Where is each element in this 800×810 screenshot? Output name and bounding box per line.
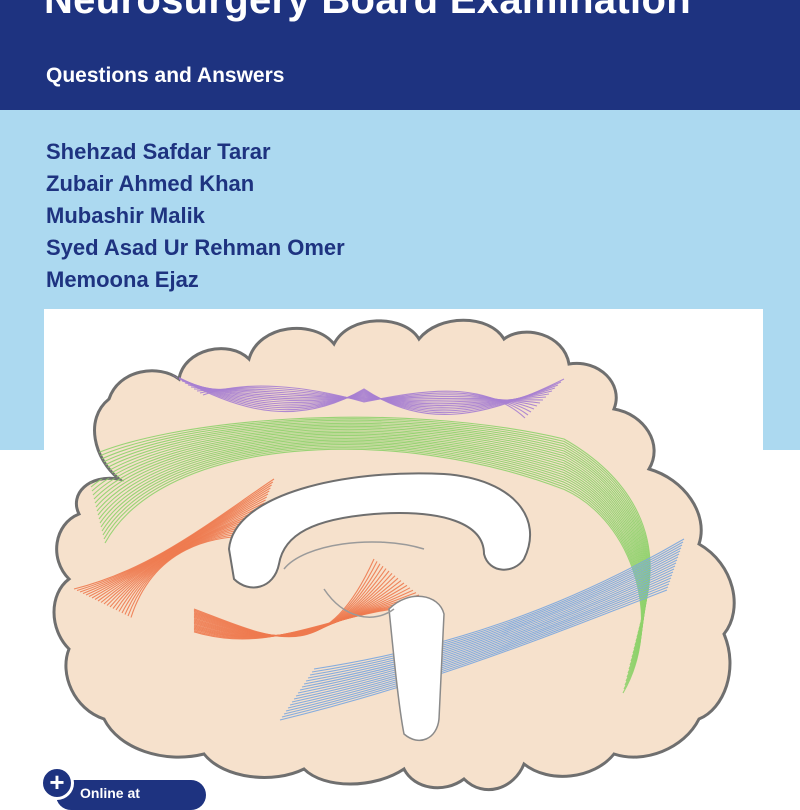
orange-fiber xyxy=(88,493,269,597)
book-title: Neurosurgery Board Examination xyxy=(44,0,691,22)
green-fiber xyxy=(104,448,643,694)
blue-fiber xyxy=(281,586,669,718)
blue-fiber xyxy=(295,565,676,697)
green-fiber xyxy=(97,438,645,666)
blue-fiber xyxy=(291,571,674,703)
blue-fiber xyxy=(299,559,678,691)
green-fiber xyxy=(86,421,650,622)
green-fiber xyxy=(87,422,649,626)
green-fiber xyxy=(83,416,651,610)
green-fiber xyxy=(89,425,648,634)
ventricle-outline xyxy=(283,541,425,618)
purple-fiber xyxy=(193,388,535,410)
blue-fiber xyxy=(287,577,672,709)
blue-fiber xyxy=(289,574,673,706)
purple-fiber xyxy=(184,382,544,403)
blue-fiber xyxy=(309,544,683,676)
plus-icon: + xyxy=(40,766,74,800)
blue-fiber xyxy=(305,550,681,682)
green-fiber xyxy=(91,428,647,642)
brainstem xyxy=(388,595,445,741)
author-name: Memoona Ejaz xyxy=(46,267,199,292)
blue-fiber xyxy=(303,553,680,685)
blue-fiber xyxy=(311,541,684,673)
corpus-callosum xyxy=(227,472,531,589)
purple-fiber xyxy=(172,374,556,410)
orange-fiber xyxy=(100,505,264,603)
green-fiber xyxy=(93,431,647,650)
online-badge-label: Online at xyxy=(80,785,140,801)
purple-fiber xyxy=(196,388,532,413)
book-subtitle: Questions and Answers xyxy=(46,64,285,87)
blue-fiber xyxy=(279,589,668,721)
author-name: Zubair Ahmed Khan xyxy=(46,171,255,196)
author-name: Mubashir Malik xyxy=(46,203,205,228)
author-name: Syed Asad Ur Rehman Omer xyxy=(46,235,345,260)
green-fiber xyxy=(85,419,650,618)
title-band: Neurosurgery Board Examination Questions… xyxy=(0,0,800,110)
green-fiber xyxy=(95,434,646,658)
purple-fiber xyxy=(187,384,541,404)
blue-fiber xyxy=(301,556,679,688)
green-fiber xyxy=(88,424,649,630)
author-list: Shehzad Safdar Tarar Zubair Ahmed Khan M… xyxy=(46,136,345,296)
purple-fiber xyxy=(202,385,526,419)
purple-fiber xyxy=(175,376,553,408)
purple-fiber xyxy=(169,372,559,412)
purple-fiber xyxy=(163,368,565,415)
author-name: Shehzad Safdar Tarar xyxy=(46,139,271,164)
green-fiber xyxy=(84,418,651,614)
purple-fiber xyxy=(178,378,550,407)
purple-fiber xyxy=(181,380,547,405)
blue-fiber xyxy=(285,580,671,712)
green-fiber xyxy=(90,427,648,638)
blue-fiber xyxy=(293,568,675,700)
green-fiber xyxy=(99,441,644,674)
brain-illustration-icon xyxy=(52,318,736,792)
blue-fiber xyxy=(313,538,685,670)
blue-fiber xyxy=(297,562,677,694)
blue-fiber xyxy=(283,583,670,715)
purple-fiber xyxy=(190,386,538,407)
blue-fiber xyxy=(307,547,682,679)
purple-fiber xyxy=(166,370,562,414)
